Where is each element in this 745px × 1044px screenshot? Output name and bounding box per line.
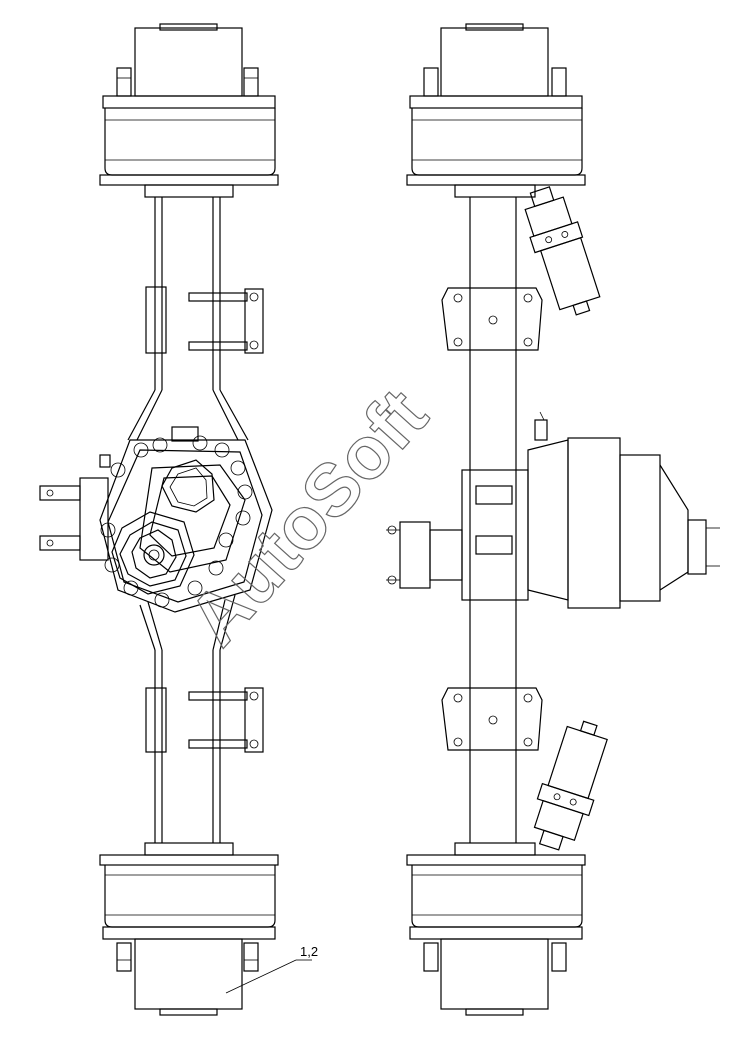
left-bottom-brake-drum: [99, 842, 279, 1016]
part-callout: 1,2: [225, 944, 318, 994]
right-top-brake-drum: [406, 23, 586, 198]
right-upper-brake-chamber: [524, 186, 601, 316]
right-axle-beam: [441, 197, 543, 843]
watermark-text: AutoSoft: [172, 373, 443, 661]
right-lower-brake-chamber: [533, 720, 608, 851]
right-axle-view: [386, 23, 720, 1016]
right-final-drive: [386, 411, 720, 609]
left-lower-axle-tube: [139, 594, 264, 843]
left-axle-view: 1,2: [39, 23, 318, 1016]
left-differential-housing: [39, 426, 273, 613]
callout-label: 1,2: [300, 944, 318, 959]
right-bottom-brake-drum: [406, 842, 586, 1016]
left-upper-axle-tube: [127, 197, 264, 441]
left-top-brake-drum: [99, 23, 279, 198]
